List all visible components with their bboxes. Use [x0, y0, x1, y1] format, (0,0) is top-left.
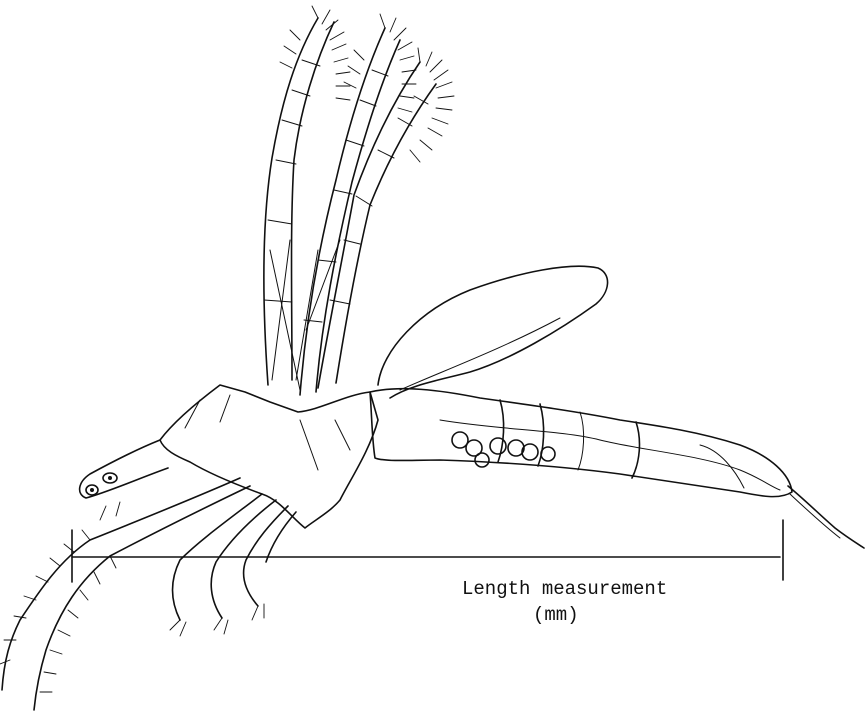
head — [80, 385, 378, 528]
length-measurement-scale — [72, 520, 783, 582]
measurement-unit: (mm) — [533, 604, 579, 626]
abdomen — [370, 389, 864, 548]
measurement-label: Length measurement — [462, 578, 667, 600]
carapace-lobe — [378, 266, 608, 398]
lower-limbs — [0, 478, 296, 710]
upper-limbs — [264, 6, 454, 395]
